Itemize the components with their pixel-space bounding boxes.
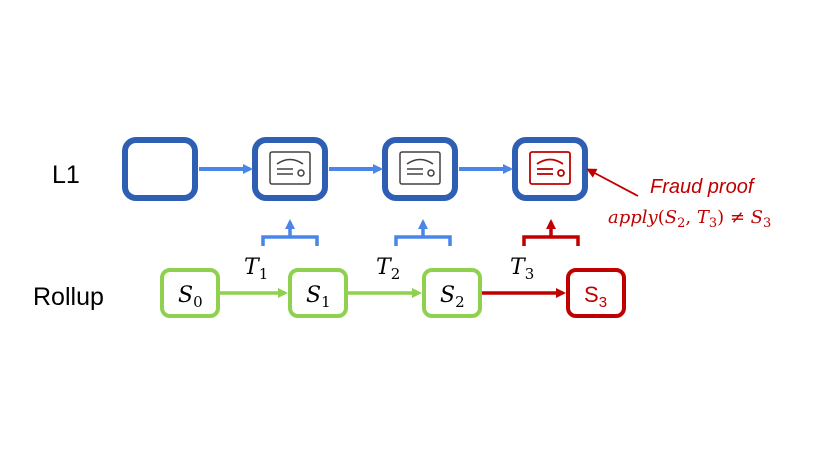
transition-label-2: T2 bbox=[376, 255, 400, 283]
post-bracket-3-fraudulent bbox=[522, 219, 580, 246]
rollup-row-label: Rollup bbox=[33, 283, 104, 311]
rollup-state-3-label: S3 bbox=[584, 282, 607, 311]
fraud-proof-title: Fraud proof bbox=[650, 176, 756, 198]
l1-row-label: L1 bbox=[52, 161, 80, 189]
rollup-state-2-label: S2 bbox=[440, 283, 465, 311]
rollup-state-0 bbox=[160, 268, 220, 318]
rollup-state-1 bbox=[288, 268, 348, 318]
rollup-state-0-label: S0 bbox=[178, 283, 203, 311]
l1-block-0 bbox=[122, 137, 198, 201]
fraud-certificate-icon bbox=[529, 151, 571, 185]
fraud-proof-pointer-arrow bbox=[586, 168, 639, 197]
transition-label-3: T3 bbox=[510, 255, 534, 283]
post-bracket-1 bbox=[261, 219, 319, 246]
rollup-state-1-label: S1 bbox=[306, 283, 331, 311]
transition-label-1: T1 bbox=[244, 255, 268, 283]
rollup-state-3-fraudulent bbox=[566, 268, 626, 318]
certificate-icon bbox=[399, 151, 441, 185]
certificate-icon bbox=[269, 151, 311, 185]
rollup-state-2 bbox=[422, 268, 482, 318]
post-bracket-2 bbox=[394, 219, 452, 246]
fraud-proof-formula: apply(S2, T3) ≠ S3 bbox=[608, 207, 771, 231]
